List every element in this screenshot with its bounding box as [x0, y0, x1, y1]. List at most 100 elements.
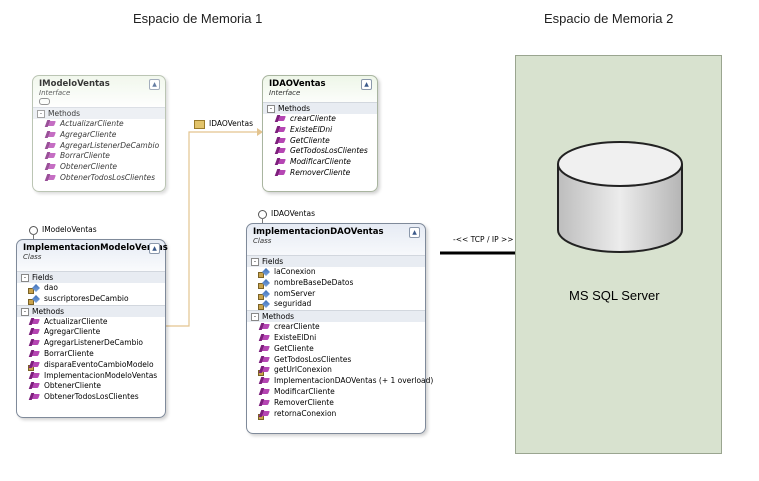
method-item[interactable]: ActualizarCliente — [17, 317, 165, 328]
method-icon — [261, 388, 270, 394]
method-item[interactable]: ImplementacionModeloVentas — [17, 371, 165, 382]
minus-icon: - — [21, 274, 29, 282]
minus-icon: - — [251, 258, 259, 266]
method-item[interactable]: ModificarCliente — [247, 387, 425, 398]
method-item[interactable]: AgregarCliente — [17, 327, 165, 338]
method-item[interactable]: retornaConexion — [247, 409, 425, 420]
method-name: ActualizarCliente — [44, 316, 108, 326]
method-name: ObtenerCliente — [60, 162, 117, 172]
collapse-icon[interactable]: ▲ — [149, 79, 160, 90]
method-name: AgregarCliente — [44, 327, 101, 337]
methods-section-header[interactable]: -Methods — [17, 304, 165, 317]
methods-section-header[interactable]: -Methods — [263, 102, 377, 114]
method-item[interactable]: ObtenerCliente — [33, 162, 165, 173]
memory-space-1-title: Espacio de Memoria 1 — [133, 11, 263, 26]
method-item[interactable]: ActualizarCliente — [33, 119, 165, 130]
imodeloventas-interface-box[interactable]: IModeloVentas Interface ▲ -Methods Actua… — [32, 75, 166, 192]
server-label: MS SQL Server — [569, 288, 660, 303]
method-icon — [47, 174, 56, 180]
method-item[interactable]: BorrarCliente — [17, 349, 165, 360]
lollipop-stem — [33, 234, 34, 240]
field-icon — [262, 268, 270, 276]
method-item[interactable]: crearCliente — [247, 322, 425, 333]
method-item[interactable]: ObtenerCliente — [17, 381, 165, 392]
method-icon — [31, 350, 40, 356]
method-item[interactable]: ObtenerTodosLosClientes — [17, 392, 165, 403]
method-icon — [261, 378, 270, 384]
method-item[interactable]: BorrarCliente — [33, 151, 165, 162]
method-name: AgregarListenerDeCambio — [60, 140, 160, 150]
method-icon — [261, 356, 270, 362]
method-name: RemoverCliente — [290, 167, 351, 177]
method-icon — [31, 318, 40, 324]
implementacion-modelo-ventas-class-box[interactable]: ImplementacionModeloVentas Class ▲ -Fiel… — [16, 239, 168, 418]
method-item[interactable]: GetCliente — [263, 136, 377, 147]
method-icon — [261, 399, 270, 405]
collapse-icon[interactable]: ▲ — [361, 79, 372, 90]
method-item[interactable]: disparaEventoCambioModelo — [17, 360, 165, 371]
method-icon — [277, 126, 286, 132]
method-name: ObtenerCliente — [44, 381, 101, 391]
field-name: suscriptoresDeCambio — [44, 293, 129, 303]
idaoventas-interface-box[interactable]: IDAOVentas Interface ▲ -Methods crearCli… — [262, 75, 378, 192]
method-item[interactable]: ExisteElDni — [247, 333, 425, 344]
method-icon — [31, 394, 40, 400]
field-item[interactable]: nombreBaseDeDatos — [247, 278, 425, 289]
field-item[interactable]: dao — [17, 283, 165, 294]
methods-section-header[interactable]: -Methods — [247, 310, 425, 323]
class-kind: Class — [23, 253, 42, 261]
method-icon — [31, 372, 40, 378]
interface-title: IModeloVentas — [39, 79, 110, 89]
minus-icon: - — [37, 110, 45, 118]
method-item[interactable]: ExisteElDni — [263, 125, 377, 136]
implementacion-dao-ventas-class-box[interactable]: ImplementacionDAOVentas Class ▲ -Fields … — [246, 223, 433, 434]
field-item[interactable]: nomServer — [247, 289, 425, 300]
interface-lollipop-icon — [39, 98, 50, 105]
method-item[interactable]: ObtenerTodosLosClientes — [33, 173, 165, 184]
method-item[interactable]: crearCliente — [263, 114, 377, 125]
method-item[interactable]: RemoverCliente — [247, 398, 425, 409]
field-icon — [262, 300, 270, 309]
minus-icon: - — [251, 313, 259, 322]
method-item[interactable]: AgregarListenerDeCambio — [17, 338, 165, 349]
method-icon — [261, 410, 270, 416]
method-icon — [277, 169, 286, 175]
method-item[interactable]: ImplementacionDAOVentas (+ 1 overload) — [247, 376, 433, 387]
method-name: crearCliente — [274, 322, 320, 332]
tcp-ip-label: -<< TCP / IP >> — [453, 235, 514, 244]
method-item[interactable]: getUrlConexion — [247, 365, 425, 377]
method-name: retornaConexion — [274, 408, 337, 418]
method-icon — [261, 334, 270, 340]
imodeloventas-lollipop: IModeloVentas — [29, 225, 97, 235]
field-name: nombreBaseDeDatos — [274, 277, 354, 287]
method-item[interactable]: RemoverCliente — [263, 168, 377, 179]
field-item[interactable]: suscriptoresDeCambio — [17, 294, 165, 305]
collapse-icon[interactable]: ▲ — [149, 243, 160, 254]
method-item[interactable]: AgregarListenerDeCambio — [33, 141, 165, 152]
fields-section-header[interactable]: -Fields — [17, 271, 165, 283]
method-item[interactable]: ModificarCliente — [263, 157, 377, 168]
collapse-icon[interactable]: ▲ — [409, 227, 420, 238]
method-name: disparaEventoCambioModelo — [44, 359, 154, 369]
method-item[interactable]: GetTodosLosClientes — [247, 355, 425, 366]
methods-section-header[interactable]: -Methods — [33, 107, 165, 119]
field-icon — [32, 284, 40, 292]
method-name: getUrlConexion — [274, 365, 332, 375]
method-item[interactable]: GetTodosLosClientes — [263, 146, 377, 157]
field-item[interactable]: seguridad — [247, 299, 425, 311]
minus-icon: - — [21, 307, 29, 316]
field-item[interactable]: laConexion — [247, 267, 425, 278]
field-name: seguridad — [274, 299, 312, 309]
fields-section-header[interactable]: -Fields — [247, 255, 425, 267]
field-name: laConexion — [274, 267, 316, 276]
method-name: ModificarCliente — [274, 386, 335, 396]
lollipop-stem — [262, 218, 263, 224]
method-item[interactable]: GetCliente — [247, 344, 425, 355]
method-item[interactable]: AgregarCliente — [33, 130, 165, 141]
method-icon — [277, 137, 286, 143]
database-cylinder-icon — [557, 141, 683, 253]
